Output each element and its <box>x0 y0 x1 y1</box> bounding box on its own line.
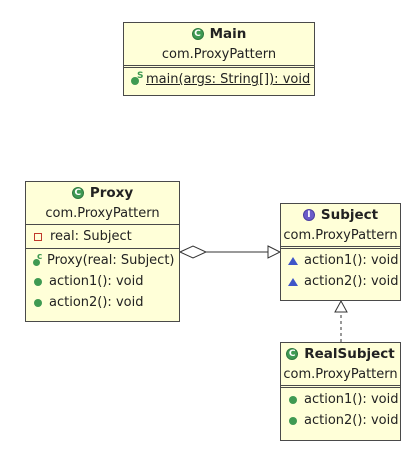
class-realsubject-name: RealSubject <box>304 346 395 362</box>
class-proxy-name: Proxy <box>89 185 134 201</box>
class-realsubject[interactable]: C RealSubject com.ProxyPattern action1():… <box>280 342 401 441</box>
interface-icon: I <box>302 209 315 221</box>
method-row[interactable]: action2(): void <box>281 271 400 292</box>
method-label: action2(): void <box>49 295 144 310</box>
field-row[interactable]: real: Subject <box>26 226 179 247</box>
class-realsubject-header: C RealSubject com.ProxyPattern <box>281 343 400 386</box>
class-main[interactable]: C Main com.ProxyPattern S main(args: Stri… <box>123 22 315 96</box>
method-row[interactable]: action2(): void <box>281 410 400 431</box>
interface-subject-header: I Subject com.ProxyPattern <box>281 204 400 247</box>
interface-subject-name: Subject <box>320 207 379 223</box>
static-method-icon: S <box>130 71 144 86</box>
method-label: action1(): void <box>304 392 399 407</box>
public-method-icon <box>289 395 297 404</box>
method-label: Proxy(real: Subject) <box>47 253 175 268</box>
method-row[interactable]: action1(): void <box>281 250 400 271</box>
field-label: real: Subject <box>50 229 132 244</box>
method-row[interactable]: action1(): void <box>26 271 179 292</box>
class-realsubject-package: com.ProxyPattern <box>283 367 398 382</box>
method-row[interactable]: action1(): void <box>281 389 400 410</box>
private-field-icon <box>34 232 42 241</box>
method-label: action2(): void <box>304 413 399 428</box>
method-row[interactable]: action2(): void <box>26 292 179 313</box>
interface-subject-methods: action1(): void action2(): void <box>281 248 400 293</box>
class-proxy-header: C Proxy com.ProxyPattern <box>26 182 179 225</box>
interface-subject-package: com.ProxyPattern <box>283 228 398 243</box>
class-icon: C <box>71 187 84 199</box>
class-proxy[interactable]: C Proxy com.ProxyPattern real: Subject c … <box>25 181 180 322</box>
class-main-methods: S main(args: String[]): void <box>124 67 314 91</box>
public-method-icon <box>289 416 297 425</box>
class-main-package: com.ProxyPattern <box>161 47 277 62</box>
class-proxy-package: com.ProxyPattern <box>45 206 160 221</box>
class-icon: C <box>286 348 299 360</box>
interface-subject[interactable]: I Subject com.ProxyPattern action1(): voi… <box>280 203 401 301</box>
abstract-method-icon <box>288 256 298 265</box>
aggregation-proxy-subject <box>178 245 282 259</box>
public-method-icon <box>34 277 42 286</box>
constructor-icon: c <box>32 252 44 267</box>
method-label: action1(): void <box>304 253 399 268</box>
class-proxy-fields: real: Subject <box>26 225 179 248</box>
class-main-name: Main <box>209 26 247 42</box>
method-label: action1(): void <box>49 274 144 289</box>
class-main-header: C Main com.ProxyPattern <box>124 23 314 66</box>
abstract-method-icon <box>288 277 298 286</box>
class-realsubject-methods: action1(): void action2(): void <box>281 387 400 432</box>
realization-realsubject-subject <box>334 299 348 342</box>
method-label: main(args: String[]): void <box>146 72 311 87</box>
class-icon: C <box>191 28 204 40</box>
method-label: action2(): void <box>304 274 399 289</box>
class-proxy-methods: c Proxy(real: Subject) action1(): void a… <box>26 248 179 314</box>
public-method-icon <box>34 298 42 307</box>
method-row[interactable]: c Proxy(real: Subject) <box>26 250 179 271</box>
method-row[interactable]: S main(args: String[]): void <box>124 69 314 90</box>
